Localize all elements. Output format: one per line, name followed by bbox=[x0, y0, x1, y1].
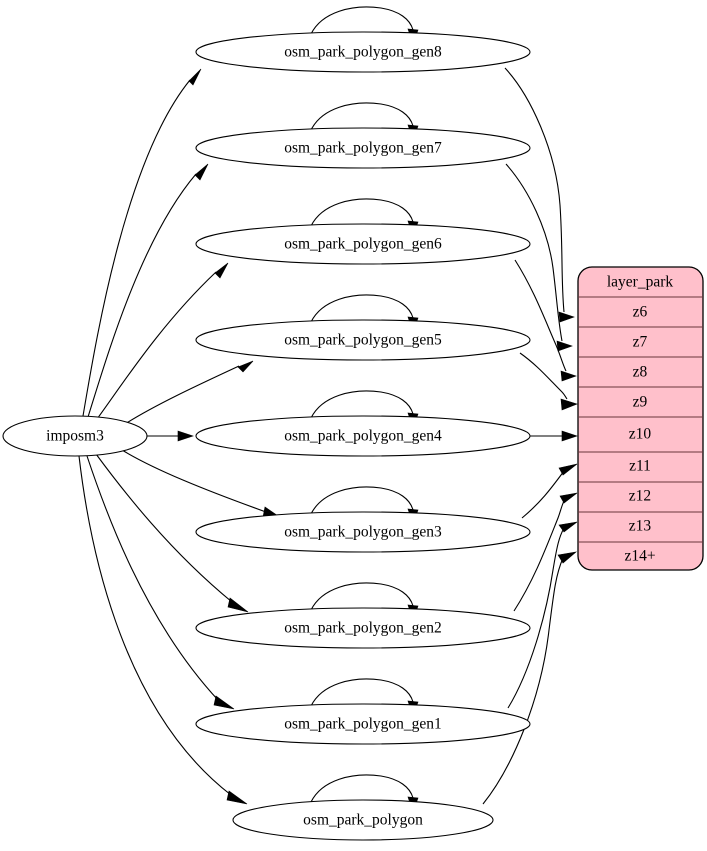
edge-imposm3-to-gen6 bbox=[96, 262, 229, 420]
table-row-z12[interactable]: z12 bbox=[629, 488, 651, 505]
node-base[interactable]: osm_park_polygon bbox=[232, 799, 494, 841]
node-gen2[interactable]: osm_park_polygon_gen2 bbox=[195, 607, 531, 649]
edge-imposm3-to-base bbox=[78, 455, 248, 805]
edge-imposm3-to-gen7 bbox=[87, 163, 209, 418]
edge-gen1-to-z13 bbox=[507, 521, 578, 709]
table-row-z10[interactable]: z10 bbox=[629, 426, 652, 443]
node-gen7[interactable]: osm_park_polygon_gen7 bbox=[195, 127, 531, 169]
table-row-z7[interactable]: z7 bbox=[633, 334, 648, 351]
table-row-z8[interactable]: z8 bbox=[633, 364, 648, 381]
node-imposm3[interactable]: imposm3 bbox=[2, 415, 148, 457]
node-gen3[interactable]: osm_park_polygon_gen3 bbox=[195, 511, 531, 553]
table-row-z14plus[interactable]: z14+ bbox=[624, 548, 655, 565]
node-base-label: osm_park_polygon bbox=[303, 812, 423, 829]
edge-gen7-to-z7 bbox=[505, 163, 573, 352]
node-gen5[interactable]: osm_park_polygon_gen5 bbox=[195, 319, 531, 361]
edge-base-to-z14 bbox=[482, 551, 578, 805]
node-gen1-label: osm_park_polygon_gen1 bbox=[284, 716, 442, 733]
table-header-layer-park: layer_park bbox=[607, 274, 674, 291]
node-gen6-label: osm_park_polygon_gen6 bbox=[284, 236, 442, 253]
edge-imposm3-to-gen5 bbox=[124, 360, 254, 425]
edge-gen2-to-z12 bbox=[513, 492, 578, 612]
edges-from-imposm3 bbox=[78, 68, 283, 805]
node-gen6[interactable]: osm_park_polygon_gen6 bbox=[195, 223, 531, 265]
node-gen3-label: osm_park_polygon_gen3 bbox=[284, 524, 442, 541]
edge-gen8-to-z6 bbox=[504, 67, 575, 323]
edge-gen6-to-z8 bbox=[514, 259, 577, 382]
node-gen8[interactable]: osm_park_polygon_gen8 bbox=[195, 31, 531, 73]
edge-gen5-to-z9 bbox=[519, 352, 578, 411]
node-gen4[interactable]: osm_park_polygon_gen4 bbox=[195, 415, 531, 457]
node-gen5-label: osm_park_polygon_gen5 bbox=[284, 332, 442, 349]
node-gen2-label: osm_park_polygon_gen2 bbox=[284, 620, 442, 637]
edges-to-layer-park bbox=[482, 67, 578, 805]
edge-gen3-to-z11 bbox=[521, 463, 578, 519]
table-row-z11[interactable]: z11 bbox=[629, 458, 651, 475]
node-layer-park-table[interactable]: layer_park z6 z7 z8 z9 z10 z11 z12 z13 z… bbox=[577, 266, 704, 571]
edge-gen4-to-z10 bbox=[530, 430, 578, 442]
edge-imposm3-to-gen8 bbox=[82, 68, 202, 417]
node-gen1[interactable]: osm_park_polygon_gen1 bbox=[195, 703, 531, 745]
edge-imposm3-to-gen1 bbox=[86, 455, 235, 710]
node-gen4-label: osm_park_polygon_gen4 bbox=[284, 428, 442, 445]
table-row-z9[interactable]: z9 bbox=[633, 394, 648, 411]
node-imposm3-label: imposm3 bbox=[46, 428, 104, 445]
table-row-z13[interactable]: z13 bbox=[629, 518, 652, 535]
table-row-z6[interactable]: z6 bbox=[633, 304, 648, 321]
node-gen8-label: osm_park_polygon_gen8 bbox=[284, 44, 442, 61]
edge-imposm3-to-gen3 bbox=[121, 449, 283, 519]
edge-imposm3-to-gen2 bbox=[95, 453, 249, 613]
node-gen7-label: osm_park_polygon_gen7 bbox=[284, 140, 442, 157]
edge-imposm3-to-gen4 bbox=[147, 430, 194, 442]
